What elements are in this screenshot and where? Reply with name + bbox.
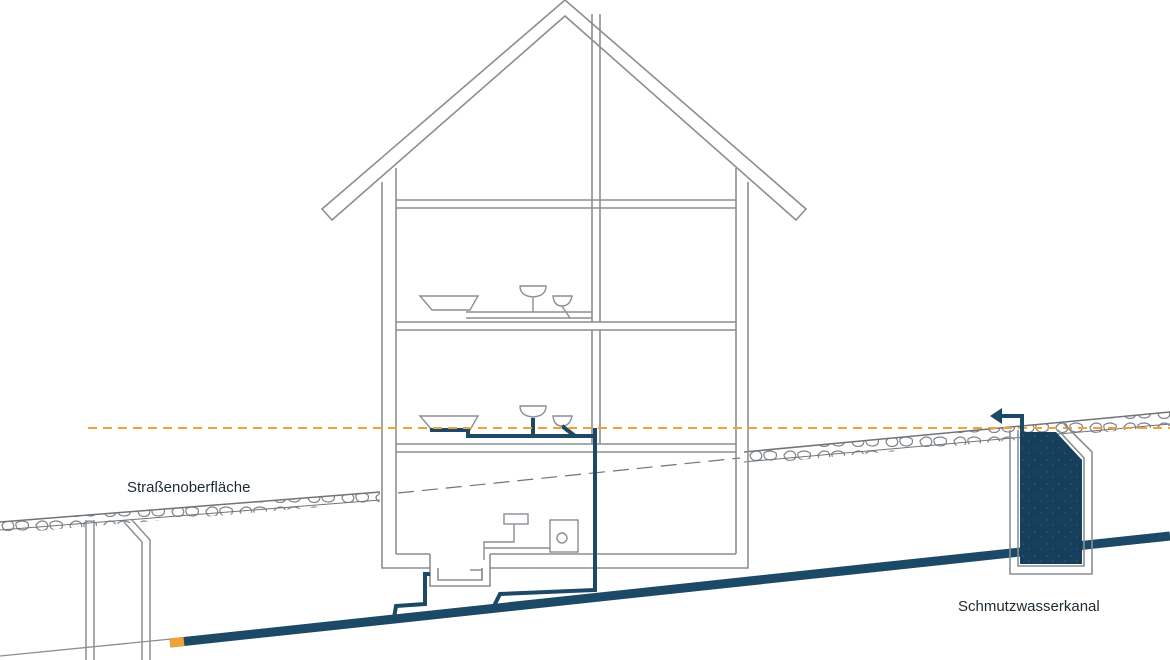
overflow-arrow-icon (1000, 414, 1024, 432)
house (320, 0, 808, 587)
drain-stack (392, 428, 597, 619)
fixtures-basement (470, 513, 579, 580)
roof (320, 0, 808, 222)
sewer-pipe (0, 531, 1170, 657)
fixtures-middle-floor (418, 405, 596, 438)
fixtures-upper-floor (418, 285, 592, 319)
sewer-channel-label: Schmutzwasserkanal (958, 598, 1100, 615)
left-shaft (85, 519, 151, 660)
street-surface-label: Straßenoberfläche (127, 479, 251, 496)
ground-surface (0, 411, 1170, 534)
sewer-manhole (990, 408, 1093, 575)
